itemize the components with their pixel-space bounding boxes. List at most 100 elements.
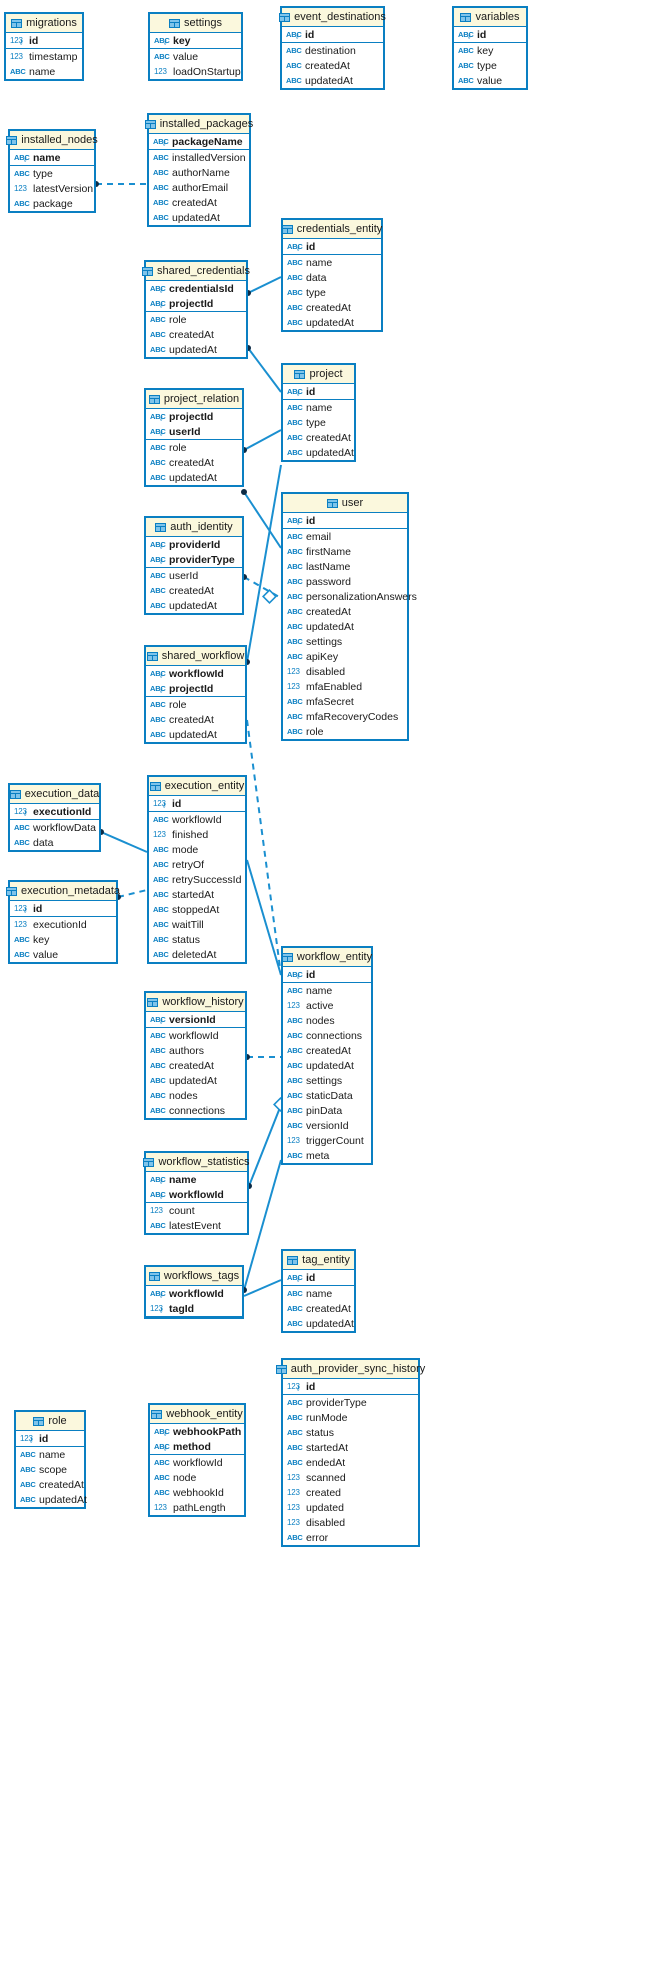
column-name: createdAt: [169, 584, 214, 597]
column-name: triggerCount: [306, 1134, 364, 1147]
column-name: createdAt: [169, 1059, 214, 1072]
pk-column: ABC⚷method: [150, 1439, 244, 1454]
column-name: scope: [39, 1463, 68, 1476]
abc-type-icon: ABC: [287, 1046, 303, 1055]
column-name: webhookPath: [173, 1425, 242, 1438]
column-name: pathLength: [173, 1501, 226, 1514]
abc-type-icon: ABC: [154, 1473, 170, 1482]
pk-column: ABC⚷id: [454, 27, 526, 42]
column-name: id: [39, 1432, 49, 1445]
abc-type-icon: ABC: [154, 1488, 170, 1497]
table-icon: [147, 997, 159, 1007]
abc-type-icon: ABC⚷: [154, 36, 170, 46]
table-icon: [148, 394, 160, 404]
table-header: shared_workflow: [146, 647, 245, 666]
column-name: id: [306, 1380, 316, 1393]
key-icon: ⚷: [19, 40, 24, 46]
table-icon: [155, 522, 167, 532]
table-header: project_relation: [146, 390, 242, 409]
table-header: workflow_entity: [281, 948, 372, 967]
pk-column: 123⚷id: [10, 901, 116, 916]
abc-type-icon: ABC: [153, 845, 169, 854]
abc-type-icon: ABC: [287, 592, 303, 601]
primary-key-section: 123⚷executionId: [10, 804, 99, 820]
abc-type-icon: ABC: [153, 153, 169, 162]
abc-type-icon: ABC⚷: [150, 299, 166, 309]
key-icon: ⚷: [159, 303, 164, 309]
pk-column: 123⚷id: [283, 1379, 418, 1394]
abc-type-icon: ABC: [287, 986, 303, 995]
column-name: projectId: [169, 297, 214, 310]
table-header: workflow_statistics: [143, 1153, 250, 1172]
column-name: projectId: [169, 410, 214, 423]
table-name: settings: [184, 17, 222, 29]
abc-type-icon: ABC: [154, 52, 170, 61]
abc-type-icon: ABC: [287, 1458, 303, 1467]
pk-column: ABC⚷id: [283, 384, 354, 399]
abc-type-icon: ABC: [150, 730, 166, 739]
123-type-icon: 123: [287, 1136, 300, 1145]
column-name: workflowId: [169, 1188, 224, 1201]
primary-key-section: ABC⚷name: [10, 150, 94, 166]
column-name: disabled: [306, 665, 346, 678]
column-name: packageName: [172, 135, 243, 148]
column-name: id: [306, 240, 316, 253]
key-icon: ⚷: [159, 544, 164, 550]
column-name: id: [306, 1271, 316, 1284]
column-name: projectId: [169, 682, 214, 695]
abc-type-icon: ABC⚷: [150, 1289, 166, 1299]
abc-type-icon: ABC⚷: [150, 684, 166, 694]
table-header: auth_identity: [146, 518, 242, 537]
abc-type-icon: ABC: [14, 950, 30, 959]
primary-key-section: 123⚷id: [149, 796, 245, 812]
abc-type-icon: ABC: [153, 198, 169, 207]
abc-type-icon: ABC: [287, 1016, 303, 1025]
column-name: updatedAt: [306, 1059, 354, 1072]
column-name: updatedAt: [306, 446, 354, 459]
